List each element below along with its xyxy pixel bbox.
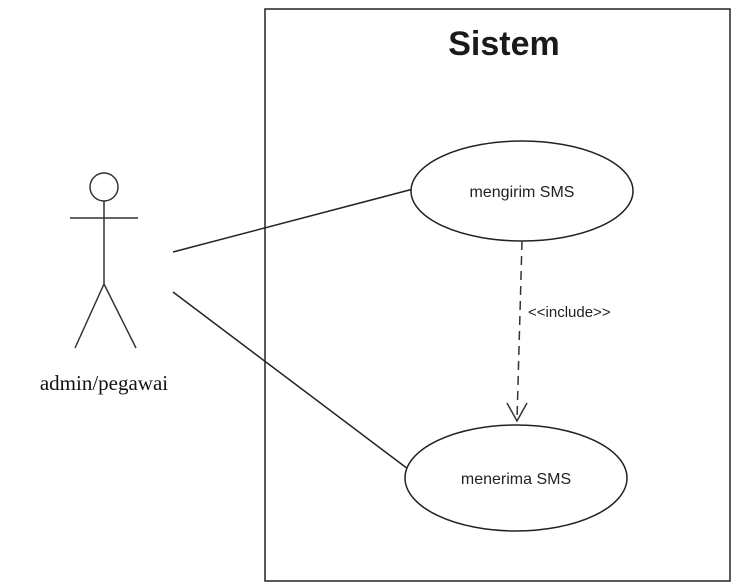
- actor-right-leg: [103, 283, 137, 349]
- association-mengirim: [172, 187, 418, 253]
- use-case-menerima-sms: [404, 424, 628, 532]
- use-case-mengirim-sms-label: mengirim SMS: [470, 184, 575, 201]
- include-arrowhead: [506, 402, 528, 423]
- association-menerima: [172, 291, 413, 473]
- include-dependency-line: [516, 240, 523, 421]
- actor-figure: [70, 172, 138, 349]
- actor-label: admin/pegawai: [40, 371, 168, 395]
- system-title: Sistem: [448, 25, 560, 63]
- include-stereotype-label: <<include>>: [528, 304, 611, 321]
- system-boundary: [264, 8, 731, 582]
- actor-head: [89, 172, 119, 202]
- actor-left-leg: [74, 283, 105, 349]
- use-case-menerima-sms-label: menerima SMS: [461, 471, 571, 488]
